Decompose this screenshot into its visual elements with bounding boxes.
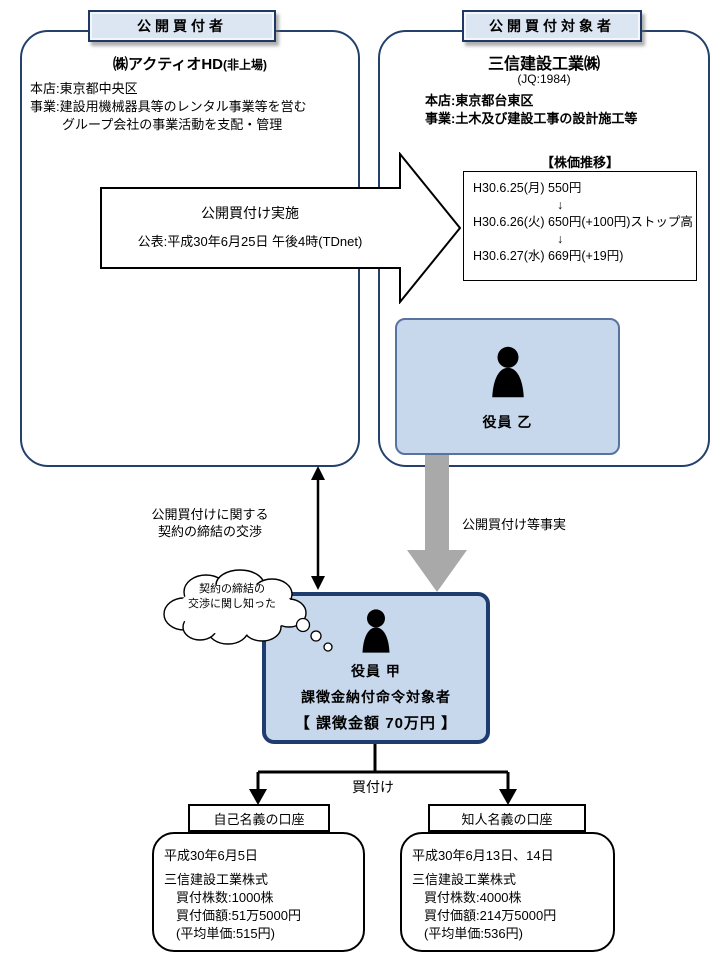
stock-line-3: H30.6.27(水) 669円(+19円) [473,249,624,263]
self-account-box: 平成30年6月5日 三信建設工業株式 買付株数:1000株 買付価額:51万50… [152,832,365,952]
purchase-branch-arrows [249,744,517,805]
target-header-tab: 公開買付対象者 [462,10,642,42]
fact-arrow [407,455,467,592]
officer-a-label: 役員 甲 [351,663,401,679]
officer-b-box: 役員 乙 [395,318,620,455]
thought-cloud-line2: 交渉に関し知った [188,598,276,610]
tender-offer-announcement: 公表:平成30年6月25日 午後4時(TDnet) [137,234,363,249]
thought-bubbles [295,617,333,652]
officer-b-label: 役員 乙 [482,414,533,430]
offeror-business-line2: グループ会社の事業活動を支配・管理 [62,117,283,132]
friend-account-label: 知人名義の口座 [461,811,553,827]
negotiation-label: 公開買付けに関する 契約の締結の交渉 [120,506,300,540]
friend-account-amount: 買付価額:214万5000円 [424,908,557,923]
friend-account-avg-price: (平均単価:536円) [424,926,523,941]
thought-cloud [163,569,307,645]
offeror-company-name: ㈱アクティオHD [112,56,224,73]
offeror-header-tab: 公開買付者 [88,10,276,42]
officer-a-subject-label: 課徴金納付命令対象者 [301,689,451,705]
self-account-amount: 買付価額:51万5000円 [176,908,301,923]
stock-transition-box: H30.6.25(月) 550円 ↓ H30.6.26(火) 650円(+100… [463,171,697,281]
self-account-label: 自己名義の口座 [213,811,305,827]
tender-offer-action: 公開買付け実施 [201,205,299,221]
thought-cloud-text: 契約の締結の 交渉に関し知った [158,582,306,612]
target-business-line: 事業:土木及び建設工事の設計施工等 [425,111,638,126]
stock-down-arrow-1: ↓ [557,198,564,212]
friend-account-box: 平成30年6月13日、14日 三信建設工業株式 買付株数:4000株 買付価額:… [400,832,615,952]
self-account-avg-price: (平均単価:515円) [176,926,275,941]
tender-offer-arrow [100,152,462,304]
offeror-header-label: 公開買付者 [137,18,227,34]
negotiation-label-line2: 契約の締結の交渉 [157,524,262,539]
offeror-title: ㈱アクティオHD(非上場) [20,53,360,74]
target-company-name: 三信建設工業㈱ [487,56,600,73]
negotiation-label-line1: 公開買付けに関する [151,507,269,522]
fact-label: 公開買付け等事実 [462,517,567,532]
friend-account-label-box: 知人名義の口座 [428,804,586,832]
self-account-date: 平成30年6月5日 [164,848,258,863]
officer-a-penalty-amount: 【 課徴金額 70万円 】 [294,715,458,732]
purchase-label: 買付け [352,779,394,795]
offeror-hq-line: 本店:東京都中央区 [30,81,138,96]
target-hq-line: 本店:東京都台東区 [425,93,534,108]
friend-account-stock: 三信建設工業株式 [412,872,517,887]
thought-cloud-line1: 契約の締結の [199,583,265,595]
negotiation-double-arrow [311,466,325,590]
target-header-label: 公開買付対象者 [489,18,615,34]
friend-account-shares: 買付株数:4000株 [424,890,522,905]
officer-a-box: 役員 甲 課徴金納付命令対象者 【 課徴金額 70万円 】 [262,592,490,744]
offeror-listing-status: (非上場) [223,58,268,72]
tender-offer-arrow-text: 公開買付け実施 公表:平成30年6月25日 午後4時(TDnet) [104,203,396,250]
stock-transition-title: 【株価推移】 [540,155,619,170]
stock-line-2: H30.6.26(火) 650円(+100円)ストップ高 [473,215,693,229]
stock-line-1: H30.6.25(月) 550円 [473,181,582,195]
offeror-business-line1: 事業:建設用機械器具等のレンタル事業等を営む [30,99,307,114]
friend-account-date: 平成30年6月13日、14日 [412,848,554,863]
self-account-stock: 三信建設工業株式 [164,872,269,887]
self-account-shares: 買付株数:1000株 [176,890,274,905]
stock-down-arrow-2: ↓ [557,232,564,246]
self-account-label-box: 自己名義の口座 [188,804,330,832]
person-icon [362,609,390,653]
target-ticker: (JQ:1984) [517,72,571,86]
person-icon [491,346,524,398]
